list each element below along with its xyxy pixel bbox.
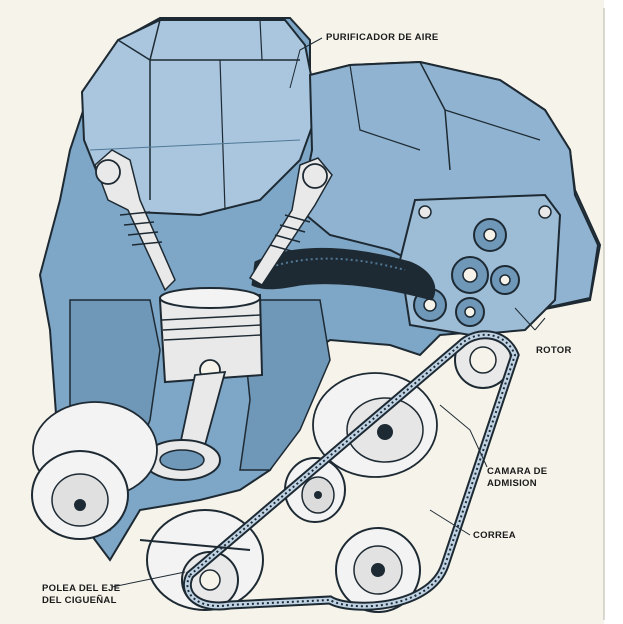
paper-edge [604, 0, 623, 624]
leader-lines [111, 37, 546, 588]
piston [158, 287, 264, 384]
label-belt: CORREA [473, 530, 516, 541]
left-accessory [31, 401, 158, 540]
tensioner-pulley [284, 457, 346, 523]
intake-valve-left [94, 149, 176, 292]
label-crank-pulley-line1: POLEA DEL EJE [42, 583, 121, 594]
idler-pulley-right [312, 372, 438, 478]
label-air-filter: PURIFICADOR DE AIRE [326, 32, 439, 43]
connecting-rod [143, 370, 227, 481]
rotor-lobes [413, 218, 520, 327]
block-center [239, 299, 331, 471]
toothed-belt [183, 330, 520, 611]
crankshaft-shaft [139, 539, 251, 551]
label-intake-chamber-line1: CAMARA DE [487, 466, 548, 477]
rotor-pulley [454, 331, 512, 389]
label-intake-chamber-line2: ADMISION [487, 478, 537, 489]
label-crank-pulley-line2: DEL CIGUEÑAL [42, 595, 117, 606]
label-rotor: ROTOR [536, 345, 572, 356]
intake-valve-right [248, 157, 333, 287]
lower-idler-pulley [335, 527, 421, 613]
